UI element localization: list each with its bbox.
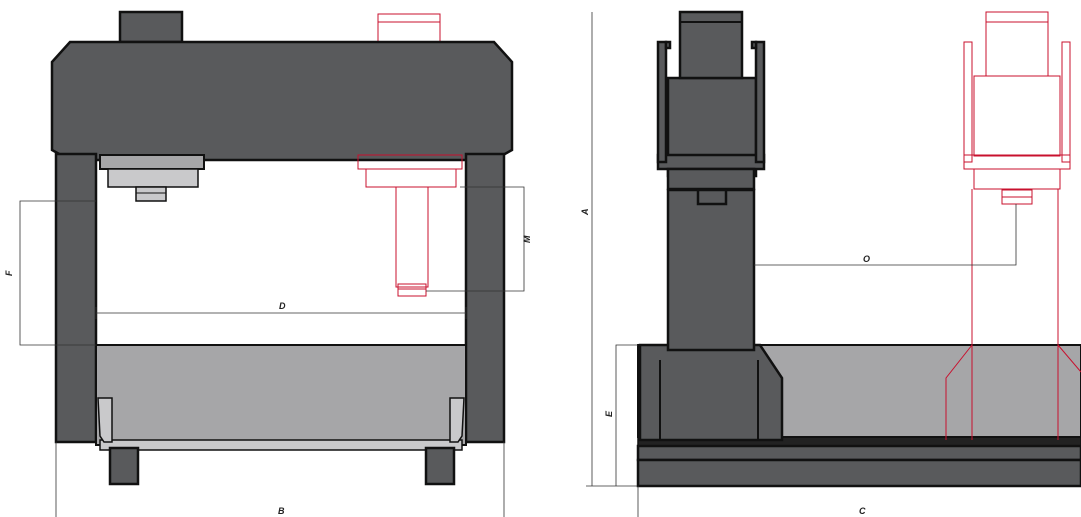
side-tool <box>696 188 728 206</box>
dim-E-label: E <box>604 410 614 417</box>
dim-D-label: D <box>279 301 286 311</box>
front-ram-body <box>107 168 199 188</box>
front-right-column <box>464 152 506 444</box>
dim-B-label: B <box>278 506 285 516</box>
side-base <box>636 458 1081 488</box>
front-left-column <box>54 152 98 444</box>
front-top-nozzle-ghost <box>377 13 441 43</box>
front-left-bracket <box>97 397 113 443</box>
dim-O-line <box>754 204 1017 266</box>
dim-E-line <box>615 344 638 486</box>
side-column <box>666 188 756 352</box>
front-ram-plate <box>99 154 205 170</box>
dim-F-label: F <box>4 270 14 276</box>
front-left-foot <box>108 446 140 486</box>
front-top-nozzle <box>118 10 184 44</box>
side-ghost-head <box>945 11 1081 440</box>
front-ram-ghost-body <box>365 168 457 188</box>
dim-O-label: O <box>863 254 870 264</box>
front-right-bracket <box>449 397 465 443</box>
side-column-base <box>638 343 784 442</box>
front-view <box>19 10 525 517</box>
front-crossbeam <box>50 40 514 162</box>
front-bed <box>95 344 467 446</box>
front-right-foot <box>424 446 456 486</box>
side-view <box>586 10 1081 517</box>
front-ram-tool <box>135 186 167 202</box>
dim-M-label: M <box>522 235 532 243</box>
dim-M-line <box>426 186 525 292</box>
front-ram-ghost-cylinder <box>395 186 429 288</box>
dim-A-label: A <box>580 209 590 217</box>
dim-F-line <box>19 200 96 346</box>
dim-C-label: C <box>859 506 866 516</box>
